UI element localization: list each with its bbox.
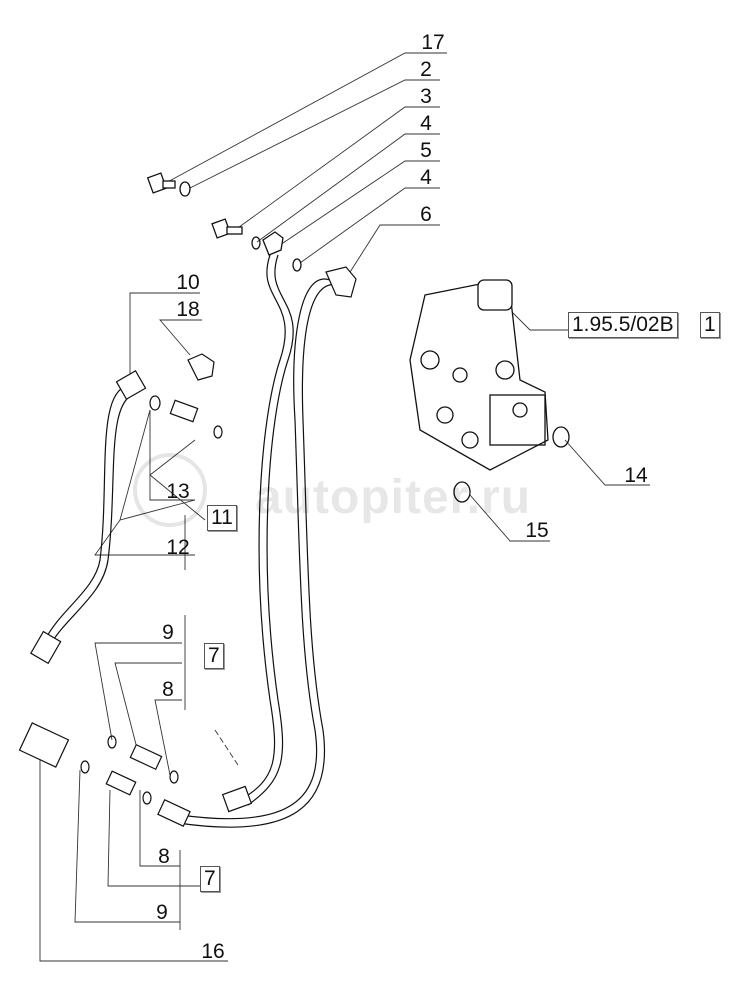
callout-4: 4	[420, 166, 432, 189]
callout-8: 8	[162, 678, 174, 701]
callout-9: 9	[156, 901, 168, 924]
reference-box-11[interactable]: 11	[207, 505, 237, 531]
callout-2: 2	[420, 58, 432, 81]
watermark: autopiter.ru	[255, 471, 532, 524]
callout-18: 18	[176, 298, 200, 321]
reference-box-7[interactable]: 7	[204, 643, 224, 669]
callout-9: 9	[162, 621, 174, 644]
leader-lines	[39, 52, 650, 962]
callout-8: 8	[158, 845, 170, 868]
reference-group-box[interactable]: 1.95.5/02B	[568, 312, 678, 338]
callout-4: 4	[420, 112, 432, 135]
watermark-logo	[133, 453, 207, 527]
callout-6: 6	[420, 203, 432, 226]
hose-10	[30, 370, 147, 665]
callout-3: 3	[420, 85, 432, 108]
callout-5: 5	[420, 139, 432, 162]
bolt-17	[146, 172, 302, 272]
callout-16: 16	[201, 940, 225, 963]
callout-10: 10	[176, 271, 200, 294]
long-hose-b	[177, 266, 357, 828]
callout-17: 17	[421, 31, 445, 54]
callout-14: 14	[624, 464, 648, 487]
callout-13: 13	[166, 480, 190, 503]
valve-block	[409, 279, 570, 503]
reference-box-7[interactable]: 7	[200, 866, 220, 892]
callout-12: 12	[166, 536, 190, 559]
callout-15: 15	[525, 519, 549, 542]
reference-item-box[interactable]: 1	[700, 312, 720, 338]
fittings	[18, 353, 253, 827]
long-hose-a	[239, 254, 294, 806]
